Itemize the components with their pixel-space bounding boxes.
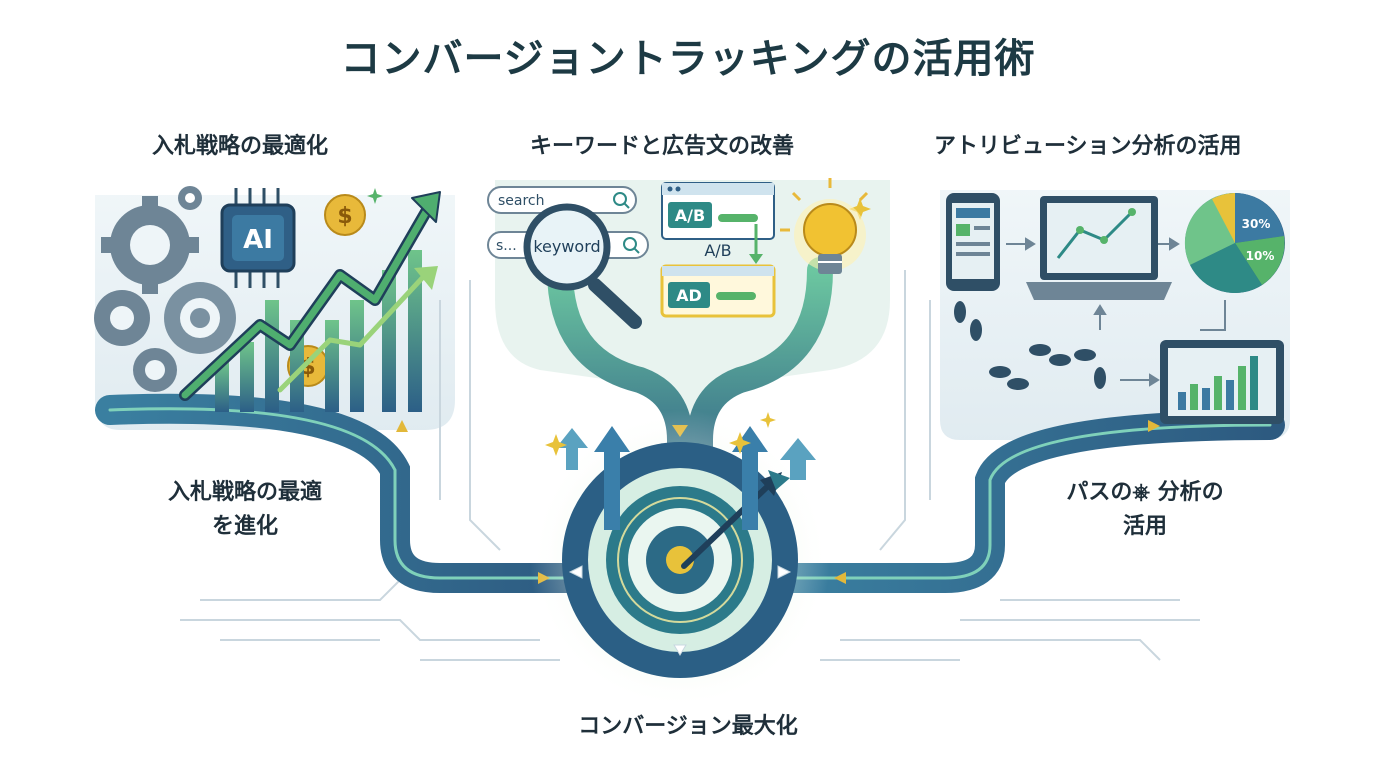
side-label-left-line1: 入札戦略の最適 <box>167 480 322 505</box>
ai-chip-icon: AI <box>220 188 296 288</box>
lightbulb-icon <box>780 178 869 274</box>
side-label-left: 入札戦略の最適 を進化 <box>150 476 340 544</box>
page-title: コンバージョントラッキングの活用術 <box>340 36 1036 82</box>
pie-label-1: 30% <box>1242 217 1271 231</box>
circuit-lines <box>180 270 1200 661</box>
side-label-right-line2: 活用 <box>1122 514 1167 539</box>
side-label-right-line1: パスの⎈ 分析の <box>1066 480 1224 505</box>
growth-arrow-icon <box>179 191 441 401</box>
side-label-right: パスの⎈ 分析の 活用 <box>1040 476 1250 544</box>
arrow-up-icon <box>556 426 816 530</box>
search-text-short: s... <box>496 238 517 254</box>
svg-text:A/B: A/B <box>675 206 705 225</box>
ai-chip-label: AI <box>243 225 273 255</box>
pie-chart-icon: 30% 10% <box>1184 192 1285 293</box>
gear-icon <box>94 186 236 392</box>
keyword-text: keyword <box>533 237 600 256</box>
search-text: search <box>498 193 545 209</box>
footprints-icon <box>954 301 1106 390</box>
laptop-icon <box>1026 196 1172 300</box>
section-heading-keywords: キーワードと広告文の改善 <box>530 134 795 159</box>
section-heading-attribution: アトリビューション分析の活用 <box>934 134 1242 159</box>
ab-test-window: A/B A/B <box>661 182 775 264</box>
target-direction-arrows <box>568 565 792 656</box>
magnifier-icon: keyword <box>523 203 642 329</box>
sparkle-icon <box>367 188 871 456</box>
smartphone-icon <box>946 193 1000 291</box>
svg-text:$: $ <box>337 204 352 229</box>
tablet-chart-icon <box>1160 340 1284 424</box>
section-heading-bidding: 入札戦略の最適化 <box>152 134 329 159</box>
side-label-left-line2: を進化 <box>211 514 278 539</box>
ad-window: AD <box>660 264 776 318</box>
pie-label-2: 10% <box>1246 249 1275 263</box>
flow-small-arrows <box>1006 237 1226 387</box>
svg-text:AD: AD <box>676 286 702 305</box>
bottom-label: コンバージョン最大化 <box>578 714 798 739</box>
ab-label: A/B <box>704 241 731 260</box>
